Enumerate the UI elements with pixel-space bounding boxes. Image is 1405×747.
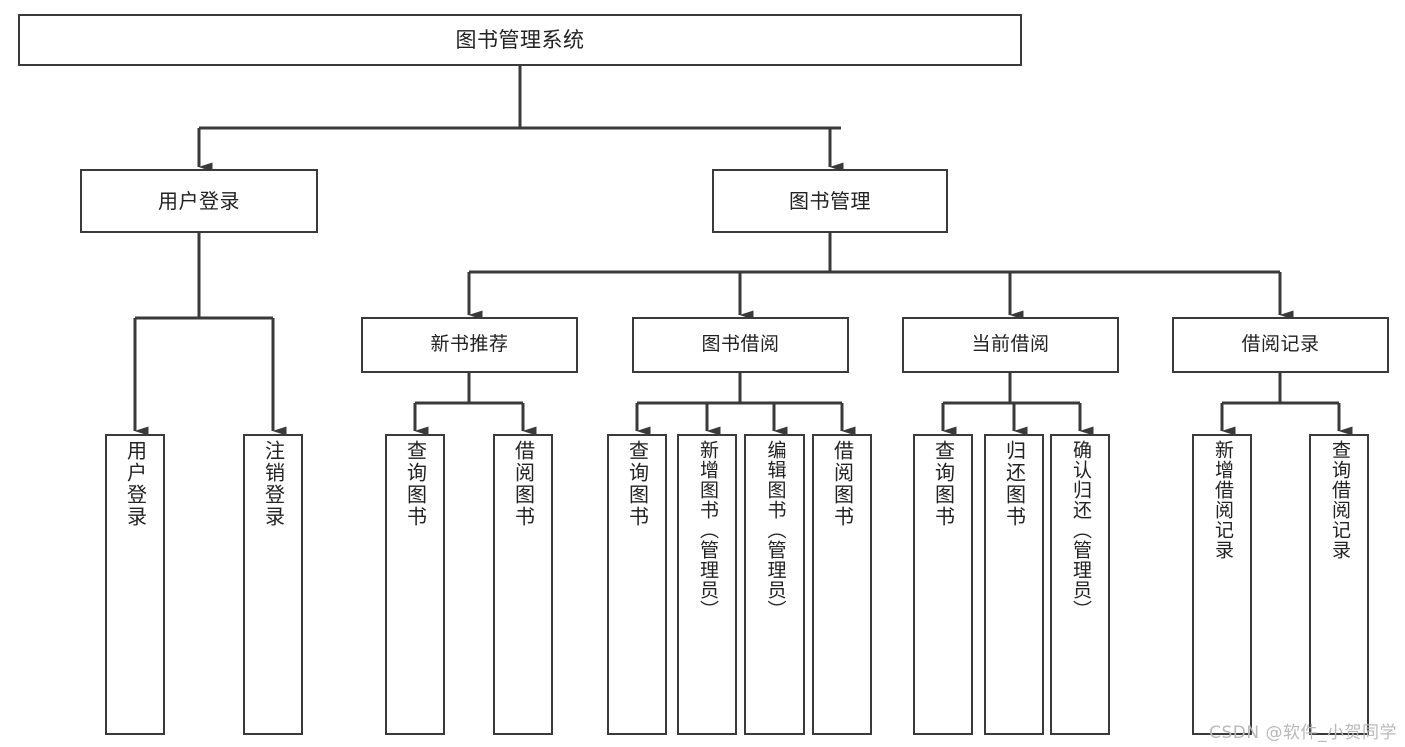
node-label: 用户登录: [158, 188, 240, 213]
leaf-logout[interactable]: 注销登录: [243, 434, 303, 735]
node-label: 注销登录: [261, 440, 286, 528]
node-label: 新书推荐: [430, 333, 509, 356]
leaf-add-borrow-record[interactable]: 新增借阅记录: [1192, 434, 1252, 735]
leaf-query-borrow-record[interactable]: 查询借阅记录: [1309, 434, 1369, 735]
node-label: 编辑图书（管理员）: [764, 440, 787, 620]
node-new-book-recommend[interactable]: 新书推荐: [361, 317, 578, 373]
node-label: 借阅图书: [511, 440, 536, 528]
node-label: 查询图书: [625, 440, 650, 528]
node-label: 借阅图书: [830, 440, 855, 528]
leaf-query-book-recommend[interactable]: 查询图书: [385, 434, 445, 735]
node-label: 新增借阅记录: [1211, 440, 1234, 560]
node-book-borrow[interactable]: 图书借阅: [632, 317, 849, 373]
node-label: 新增图书（管理员）: [696, 440, 719, 620]
watermark-csdn: CSDN @软件_小贺同学: [1209, 723, 1397, 743]
node-label: 查询图书: [403, 440, 428, 528]
leaf-confirm-return-admin[interactable]: 确认归还（管理员）: [1050, 434, 1110, 735]
node-label: 图书管理: [789, 188, 871, 213]
leaf-borrow-book-recommend[interactable]: 借阅图书: [493, 434, 553, 735]
node-book-management[interactable]: 图书管理: [712, 169, 948, 233]
leaf-edit-book-admin[interactable]: 编辑图书（管理员）: [744, 434, 805, 735]
leaf-user-login[interactable]: 用户登录: [105, 434, 165, 735]
node-borrow-records[interactable]: 借阅记录: [1172, 317, 1389, 373]
node-current-borrow[interactable]: 当前借阅: [902, 317, 1119, 373]
node-label: 查询图书: [931, 440, 956, 528]
leaf-add-book-admin[interactable]: 新增图书（管理员）: [677, 434, 737, 735]
leaf-return-book[interactable]: 归还图书: [984, 434, 1044, 735]
node-root-book-management-system[interactable]: 图书管理系统: [18, 14, 1022, 66]
node-label: 图书管理系统: [455, 27, 585, 52]
node-label: 查询借阅记录: [1328, 440, 1351, 560]
node-label: 图书借阅: [701, 333, 780, 356]
leaf-query-book-borrow[interactable]: 查询图书: [607, 434, 667, 735]
leaf-query-book-current[interactable]: 查询图书: [913, 434, 973, 735]
node-label: 当前借阅: [971, 333, 1050, 356]
node-label: 借阅记录: [1241, 333, 1320, 356]
node-label: 确认归还（管理员）: [1069, 440, 1092, 620]
node-label: 归还图书: [1002, 440, 1027, 528]
leaf-borrow-book[interactable]: 借阅图书: [812, 434, 872, 735]
node-label: 用户登录: [123, 440, 148, 528]
node-user-login[interactable]: 用户登录: [80, 169, 318, 233]
